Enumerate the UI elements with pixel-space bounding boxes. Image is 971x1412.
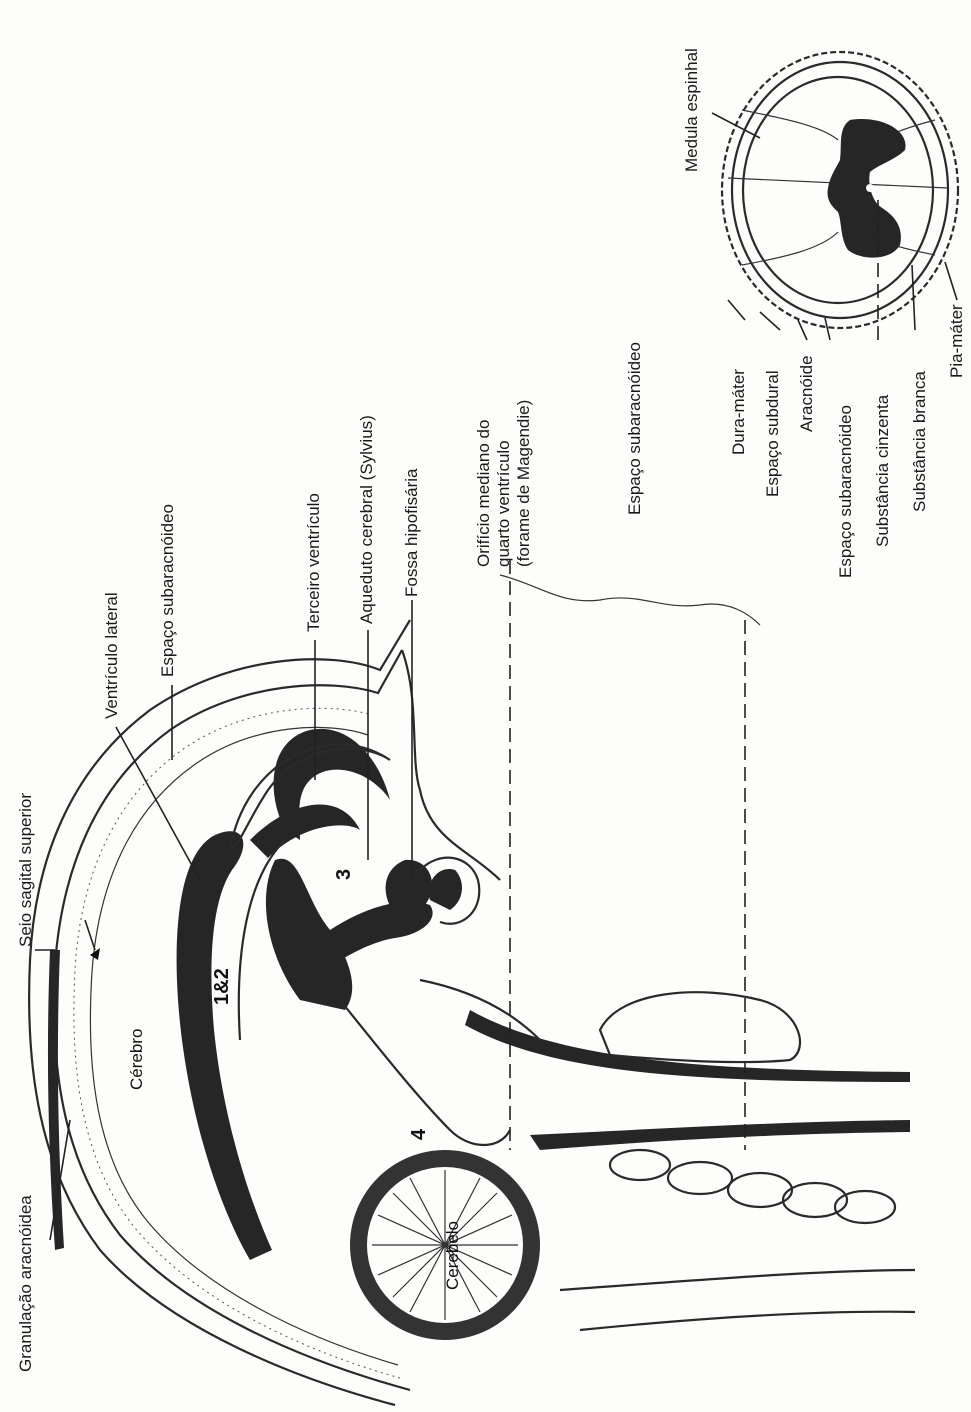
skull-outer [29,620,410,1405]
label-seio: Seio sagital superior [16,793,35,947]
inset-label-dura: Dura-máter [729,369,748,455]
label-orificio-line2: quarto ventrículo [494,440,513,567]
upper-contour [500,575,760,625]
label-espaco-sub-1: Espaço subaracnóideo [158,504,177,677]
label-espaco-sub-2: Espaço subaracnóideo [625,342,644,515]
inset-label-pia: Pia-máter [947,304,966,378]
lateral-ventricle-body [250,805,360,858]
label-granulacao: Granulação aracnóidea [16,1195,35,1372]
num-1-and-2-label: 1&2 [211,968,233,1005]
inset-label-medula: Medula espinhal [682,48,701,172]
spinal-cord-inset: Medula espinhal Dura-máter Espaço subdur… [682,48,966,578]
label-aqueduto: Aqueduto cerebral (Sylvius) [357,415,376,624]
cerebro-label: Cérebro [127,1029,146,1090]
flow-arrow-1 [85,920,95,950]
cerebelo-label: Cerebelo [443,1221,462,1290]
label-orificio-line1: Orifício mediano do [474,420,493,567]
inset-central-canal [866,184,874,192]
label-fossa: Fossa hipofisária [402,468,421,597]
brain-sagittal-section: Cérebro Cerebelo 1&2 3 4 [29,575,915,1405]
anterior-block [600,992,800,1062]
spinal-canal-upper [465,1010,910,1082]
num-3-label: 3 [333,869,355,880]
brainstem-dark [330,902,433,960]
inset-label-branca: Substância branca [910,371,929,512]
label-ventriculo-lateral: Ventrículo lateral [102,592,121,719]
vertebrae [560,1150,915,1330]
lateral-ventricle [177,831,272,1260]
inset-label-subaracnoideo: Espaço subaracnóideo [836,405,855,578]
inset-label-cinzenta: Substância cinzenta [873,394,892,547]
sphenoid-dark [429,869,462,910]
inset-label-aracnoide: Aracnóide [797,355,816,432]
inset-label-subdural: Espaço subdural [763,370,782,497]
dura-layer [74,708,400,1378]
label-orificio-line3: (forame de Magendie) [514,400,533,567]
face-profile [402,650,540,1040]
main-labels: Granulação aracnóidea Seio sagital super… [16,342,644,1372]
num-4-label: 4 [408,1128,430,1140]
spinal-canal-lower [530,1120,910,1150]
label-terceiro-ventriculo: Terceiro ventrículo [304,493,323,632]
